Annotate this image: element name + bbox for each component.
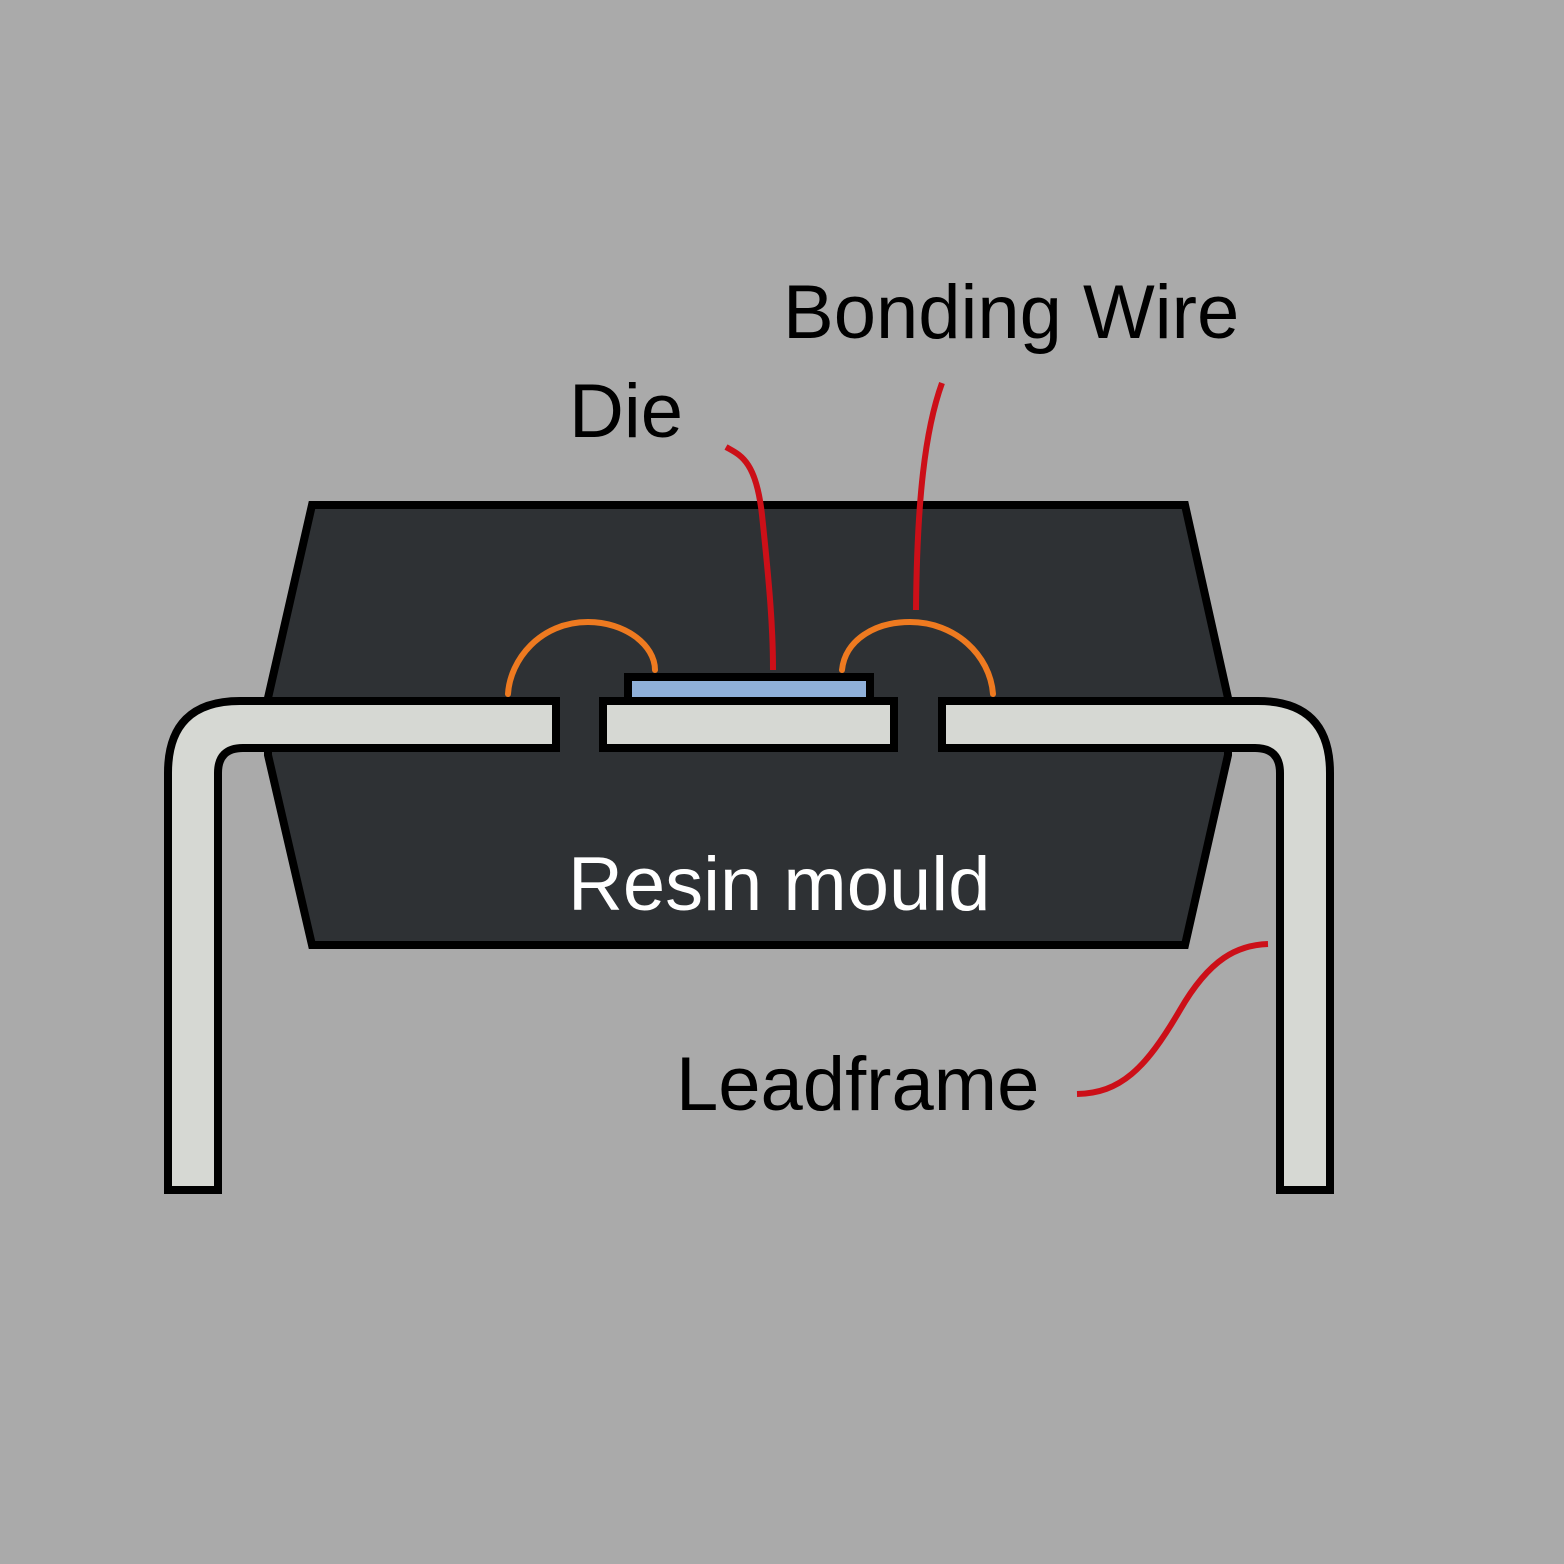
leader-line-die bbox=[724, 444, 776, 671]
leadframe-right-lead bbox=[938, 697, 1334, 1194]
leader-line-bonding-wire bbox=[913, 381, 945, 611]
label-bonding-wire: Bonding Wire bbox=[783, 270, 1239, 355]
leadframe-left-lead bbox=[164, 697, 560, 1194]
label-leadframe: Leadframe bbox=[676, 1042, 1039, 1127]
die bbox=[624, 673, 874, 705]
bonding-wire-left bbox=[505, 618, 658, 697]
label-resin-mould: Resin mould bbox=[568, 842, 990, 927]
leader-line-leadframe bbox=[1076, 941, 1269, 1097]
label-die: Die bbox=[569, 369, 683, 454]
bonding-wire-right bbox=[839, 618, 996, 697]
leadframe-die-paddle bbox=[599, 697, 898, 752]
